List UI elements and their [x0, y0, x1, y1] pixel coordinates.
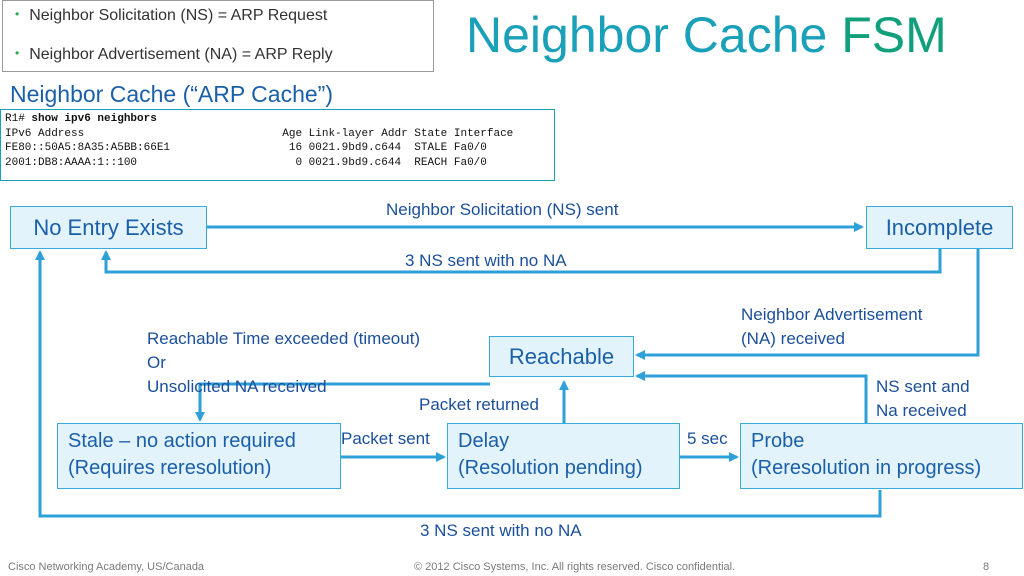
- label-packet-sent: Packet sent: [341, 429, 430, 448]
- state-incomplete: Incomplete: [866, 206, 1013, 249]
- cache-title: Neighbor Cache (“ARP Cache”): [10, 81, 333, 107]
- arrow-na-received: [635, 249, 980, 360]
- bullet-ns: •Neighbor Solicitation (NS) = ARP Reques…: [15, 7, 328, 24]
- label-ns-na: NS sent and Na received: [876, 377, 970, 420]
- bullet-dot-icon: •: [15, 46, 20, 60]
- cli-row: 2001:DB8:AAAA:1::100 0 0021.9bd9.c644 RE…: [5, 156, 487, 169]
- label-five-sec: 5 sec: [687, 429, 728, 448]
- cli-header: IPv6 Address Age Link-layer Addr State I…: [5, 127, 514, 140]
- bullet-dot-icon: •: [15, 7, 20, 21]
- cli-output: R1# show ipv6 neighbors IPv6 Address Age…: [0, 109, 555, 181]
- title-accent: FSM: [841, 7, 947, 63]
- label-na-received: Neighbor Advertisement (NA) received: [741, 305, 923, 348]
- arrow-probe-to-none: [35, 250, 882, 518]
- arrow-probe-to-reachable: [635, 371, 868, 423]
- arrow-incomplete-to-none: [101, 249, 942, 274]
- label-ns-sent: Neighbor Solicitation (NS) sent: [386, 200, 619, 219]
- footer-left: Cisco Networking Academy, US/Canada: [8, 561, 205, 573]
- label-packet-returned: Packet returned: [419, 395, 540, 414]
- label-timeout: Reachable Time exceeded (timeout) Or Uns…: [147, 329, 421, 396]
- slide-title: Neighbor Cache FSM: [466, 7, 947, 63]
- bullet-na: •Neighbor Advertisement (NA) = ARP Reply: [15, 46, 333, 63]
- label-three-ns-top: 3 NS sent with no NA: [405, 251, 567, 270]
- cli-row: FE80::50A5:8A35:A5BB:66E1 16 0021.9bd9.c…: [5, 142, 487, 154]
- state-stale: Stale – no action required (Requires rer…: [57, 423, 341, 489]
- footer-page-number: 8: [983, 561, 990, 573]
- footer-copyright: © 2012 Cisco Systems, Inc. All rights re…: [414, 561, 736, 573]
- arrow-reachable-to-stale: [195, 382, 490, 422]
- cli-command-line: R1# show ipv6 neighbors: [5, 113, 157, 125]
- state-no-entry-exists: No Entry Exists: [10, 206, 207, 249]
- state-probe: Probe (Reresolution in progress): [740, 423, 1023, 489]
- definitions-box: •Neighbor Solicitation (NS) = ARP Reques…: [2, 0, 434, 72]
- state-delay: Delay (Resolution pending): [447, 423, 680, 489]
- label-three-ns-bottom: 3 NS sent with no NA: [420, 521, 582, 540]
- state-reachable: Reachable: [489, 336, 634, 377]
